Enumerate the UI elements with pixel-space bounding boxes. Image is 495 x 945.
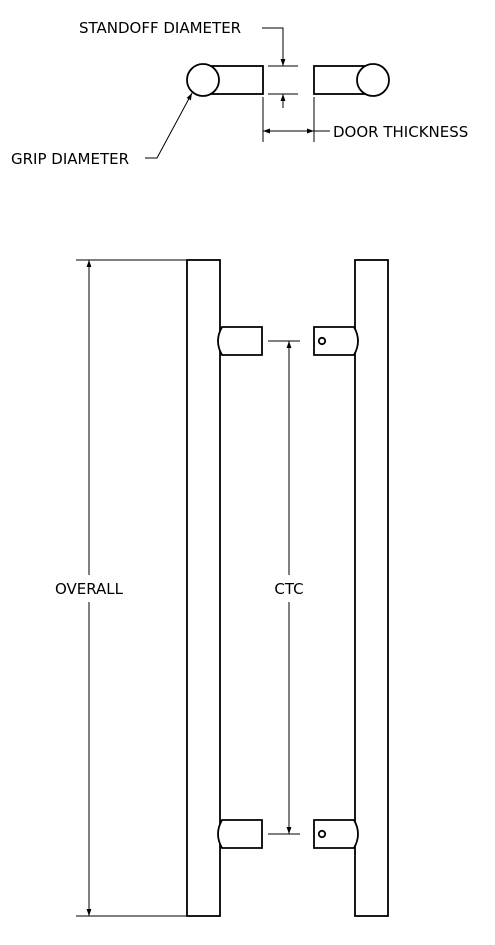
left-lower-standoff	[217, 819, 263, 849]
left-upper-standoff	[217, 326, 263, 356]
right-lower-standoff	[313, 819, 359, 849]
standoff-leader	[262, 27, 286, 66]
front-view	[76, 259, 389, 917]
right-grip-bar	[354, 259, 389, 917]
left-grip-bar	[186, 259, 221, 917]
grip-leader	[145, 92, 193, 159]
right-grip-circle	[356, 63, 390, 97]
left-grip-circle	[186, 63, 220, 97]
right-lower-set-screw	[317, 829, 327, 839]
right-upper-standoff	[313, 326, 359, 356]
right-upper-set-screw	[317, 336, 327, 346]
ctc-label: CTC	[274, 580, 303, 598]
door-thickness-label: DOOR THICKNESS	[333, 123, 468, 141]
grip-diameter-label: GRIP DIAMETER	[11, 150, 129, 168]
standoff-diameter-label: STANDOFF DIAMETER	[79, 19, 241, 37]
top-view	[145, 27, 390, 159]
overall-label: OVERALL	[55, 580, 124, 598]
